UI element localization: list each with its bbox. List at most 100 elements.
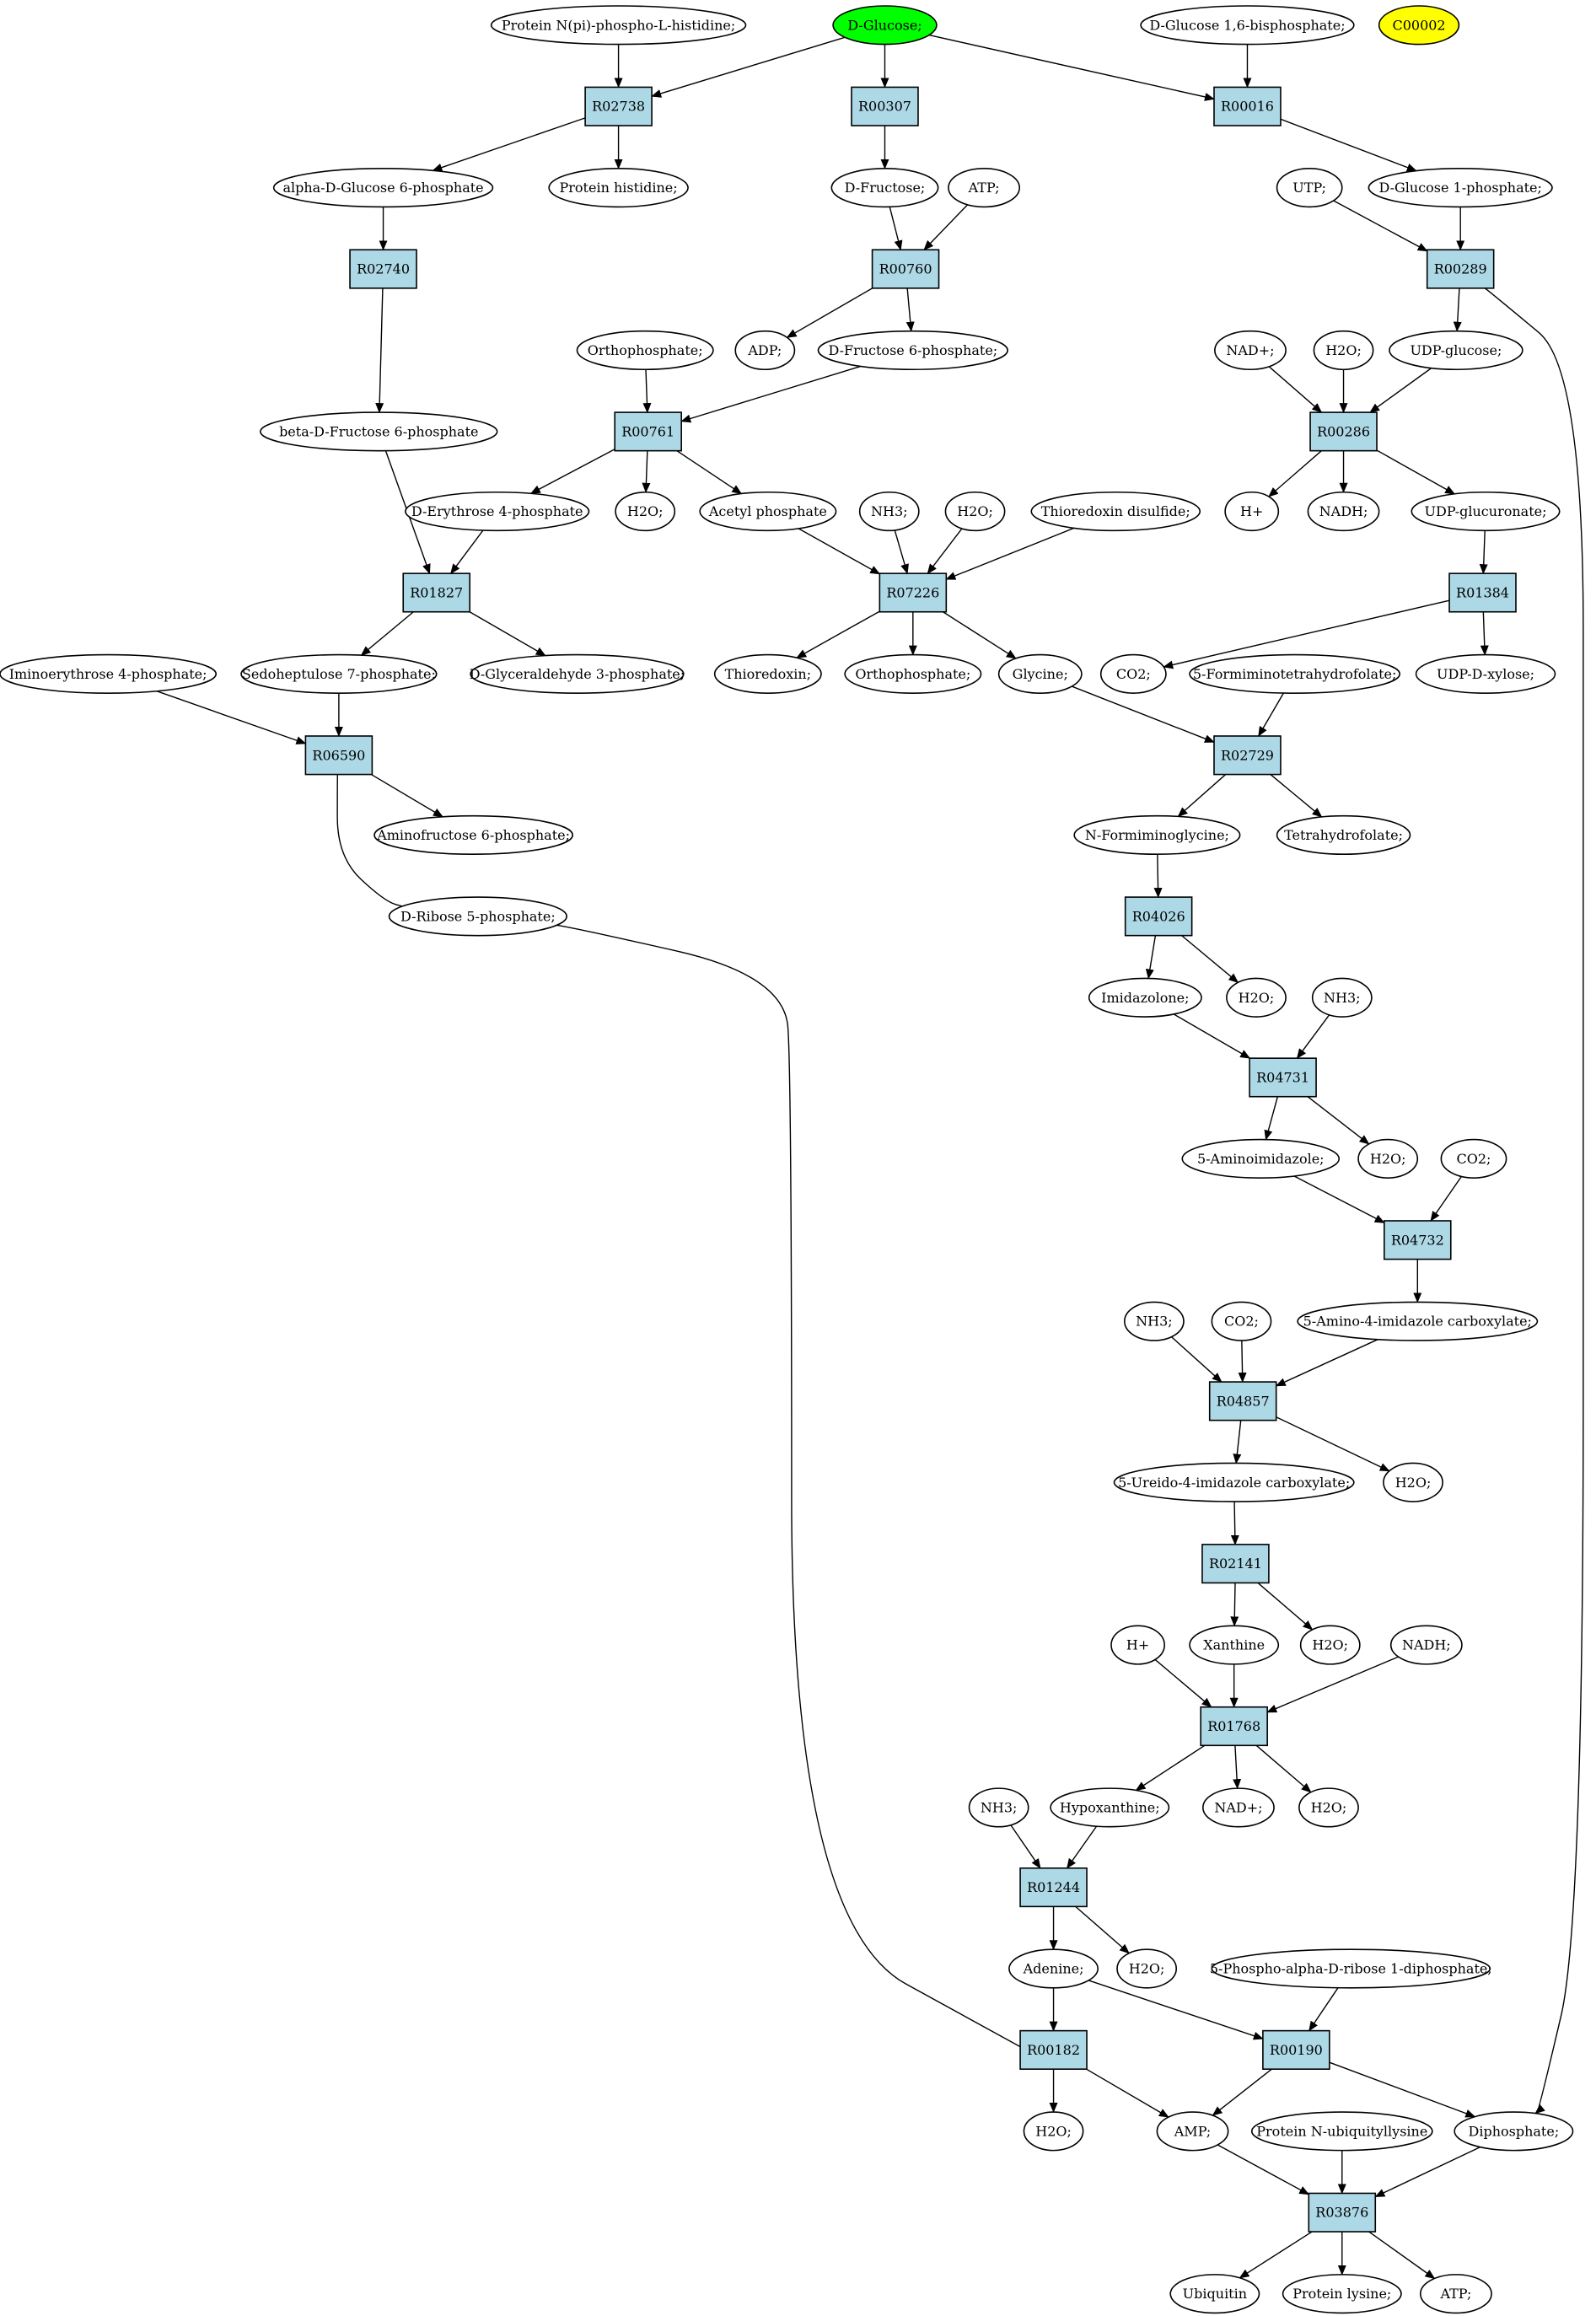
compound-label: alpha-D-Glucose 6-phosphate [282, 180, 483, 196]
compound-shape [948, 168, 1020, 208]
compound-h2o-e: H2O; [1357, 1138, 1419, 1179]
compound-dfructose: D-Fructose; [830, 168, 939, 208]
reaction-label: R00286 [1317, 423, 1370, 439]
compound-label: H2O; [627, 503, 664, 519]
compound-thf: Tetrahydrofolate; [1276, 814, 1411, 856]
reaction-r02141: R02141 [1201, 1544, 1270, 1584]
reaction-label: R06590 [312, 747, 365, 763]
compound-label: D-Glyceraldehyde 3-phosphate; [470, 666, 685, 682]
compound-label: 5-Aminoimidazole; [1197, 1151, 1325, 1167]
compound-shape [260, 411, 498, 452]
reaction-label: R00182 [1027, 2042, 1080, 2058]
compound-co2-a: CO2; [1099, 653, 1167, 694]
compound-label: H2O; [1129, 1960, 1165, 1976]
compound-formimino-thf: 5-Formiminotetrahydrofolate; [1189, 653, 1401, 694]
reaction-box [1384, 1220, 1452, 1260]
compound-label: Orthophosphate; [588, 342, 703, 358]
compound-label: Glycine; [1013, 666, 1068, 682]
compound-label: D-Fructose 6-phosphate; [828, 342, 997, 358]
compound-thioredoxindisulfide: Thioredoxin disulfide; [1030, 491, 1201, 532]
compound-dglucose16bp: D-Glucose 1,6-bisphosphate; [1140, 5, 1355, 46]
compound-co2-c: CO2; [1211, 1301, 1272, 1341]
reaction-box [1309, 411, 1378, 452]
reaction-label: R07226 [886, 584, 939, 600]
compound-label: CO2; [1224, 1314, 1259, 1330]
compound-label: Adenine; [1023, 1960, 1084, 1976]
compound-nh3-b: NH3; [1311, 977, 1373, 1018]
reaction-label: R04732 [1391, 1232, 1444, 1248]
edge-adenine-to-R00190 [1088, 1980, 1264, 2040]
compound-label: Protein N-ubiquityllysine [1256, 2123, 1427, 2139]
compound-nadh1: NADH; [1307, 491, 1380, 532]
compound-shape [1113, 1462, 1355, 1502]
edge-dglucose-to-R02738 [651, 36, 846, 98]
edge-R00286-to-hplus1 [1268, 450, 1322, 497]
compound-label: Hypoxanthine; [1060, 1799, 1160, 1815]
edge-R00761-to-derythrose4p [529, 449, 615, 494]
reaction-box [349, 249, 417, 289]
compound-label: Acetyl phosphate [708, 503, 827, 519]
reaction-label: R01384 [1456, 584, 1509, 600]
reaction-r04857: R04857 [1208, 1381, 1277, 1421]
compound-label: ADP; [747, 342, 782, 358]
compound-shape [1189, 1625, 1280, 1665]
compound-shape [1226, 977, 1287, 1018]
compound-label: H2O; [1239, 990, 1275, 1006]
edge-dglucose-to-R00016 [928, 34, 1215, 101]
compound-shape [615, 491, 676, 532]
compound-prpp: 5-Phospho-alpha-D-ribose 1-diphosphate; [1210, 1948, 1492, 1989]
compound-nh3-d: NH3; [968, 1787, 1029, 1828]
edge-R01244-to-h2o_i [1075, 1905, 1130, 1954]
edge-hplus2-to-R01768 [1154, 1658, 1212, 1708]
reaction-box [304, 735, 373, 776]
edge-nh3_c-to-R04857 [1170, 1336, 1223, 1383]
edge-thioredoxindisulfide-to-R07226 [945, 527, 1075, 580]
compound-label: beta-D-Fructose 6-phosphate [279, 423, 478, 439]
compound-label: Thioredoxin disulfide; [1041, 503, 1190, 519]
reaction-box [1213, 86, 1282, 126]
edge-R00286-to-udpglucuronate [1376, 449, 1456, 495]
edge-dfructose6p-to-R00761 [680, 365, 862, 423]
edge-R03876-to-atp2 [1368, 2231, 1436, 2280]
compound-shape [1099, 653, 1167, 694]
compound-shape [1298, 1787, 1359, 1828]
edge-R00190-to-diphosphate [1329, 2061, 1476, 2118]
compound-label: NH3; [1136, 1314, 1173, 1330]
edge-R02729-to-nformiminoglycine [1177, 774, 1227, 818]
compound-nformiminoglycine: N-Formiminoglycine; [1073, 814, 1241, 856]
edge-R00760-to-adp [786, 287, 873, 338]
reaction-r00016: R00016 [1213, 86, 1282, 126]
edge-R01384-to-co2_a [1163, 599, 1450, 669]
compound-dribose5p: D-Ribose 5-phosphate; [388, 896, 567, 937]
reaction-box [1208, 1381, 1277, 1421]
compound-shape [1073, 814, 1241, 856]
reaction-label: R02738 [592, 99, 645, 115]
nodes-layer: Protein N(pi)-phospho-L-histidine;D-Gluc… [0, 5, 1574, 2314]
edge-co2_c-to-R04857 [1238, 1340, 1247, 1384]
compound-label: Protein histidine; [560, 180, 678, 196]
edge-R06590-to-aminofructose [370, 773, 443, 818]
compound-atp2: ATP; [1420, 2274, 1492, 2314]
compound-label: NADH; [1402, 1637, 1451, 1653]
compound-shape [576, 330, 714, 371]
reaction-box [584, 86, 653, 126]
edge-dribose5p-to-R00182 [556, 924, 1030, 2052]
compound-shape [1189, 653, 1401, 694]
reaction-r04732: R04732 [1384, 1220, 1452, 1260]
compound-label: Imidazolone; [1101, 990, 1189, 1006]
compound-co2-b: CO2; [1440, 1138, 1507, 1179]
compound-ureidoimidazole: 5-Ureido-4-imidazole carboxylate; [1113, 1462, 1355, 1502]
compound-label: Ubiquitin [1183, 2286, 1247, 2302]
compound-shape [830, 168, 939, 208]
compound-hypoxanthine: Hypoxanthine; [1050, 1787, 1170, 1828]
compound-shape [373, 814, 573, 856]
compound-label: H2O; [957, 503, 993, 519]
compound-shape [1211, 1948, 1491, 1989]
reaction-r02740: R02740 [349, 249, 417, 289]
compound-shape [1140, 5, 1355, 46]
compound-h2o-h: H2O; [1298, 1787, 1359, 1828]
compound-shape [405, 491, 590, 532]
reaction-box [879, 572, 948, 613]
edge-R03876-to-ubiquitin [1239, 2231, 1313, 2279]
compound-hplus2: H+ [1110, 1625, 1165, 1665]
